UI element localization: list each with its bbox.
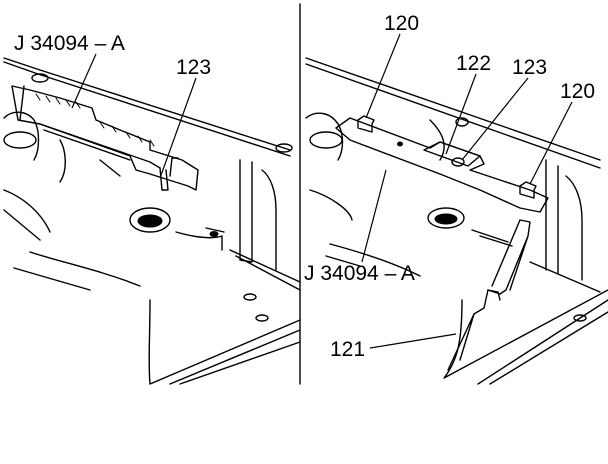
left-123-leader [159, 77, 197, 179]
left-spring-seat [175, 227, 225, 251]
label-right-tool: J 34094 – A [304, 262, 415, 285]
right-shaft-tip [487, 289, 501, 301]
right-120-top-leader [365, 33, 401, 119]
right-boss-2 [455, 117, 469, 127]
left-tool-foot [159, 157, 179, 191]
right-bore-inner [434, 213, 458, 225]
left-tool-leader [71, 53, 97, 109]
label-right-120-top: 120 [384, 12, 419, 35]
left-tool-teeth [35, 93, 155, 147]
left-bore-inner [137, 214, 163, 228]
right-bore [427, 207, 465, 229]
right-123-leader [461, 77, 529, 161]
right-screw-123 [451, 157, 465, 167]
left-seat-dot [209, 231, 219, 237]
left-panel [3, 53, 301, 385]
left-boss-4 [255, 314, 269, 322]
left-casting-outline [3, 57, 301, 385]
right-boss-3 [573, 314, 587, 322]
right-bolt-120-a [357, 115, 375, 133]
right-casting-outline [305, 57, 608, 385]
right-bolt-120-b [519, 181, 537, 199]
label-right-121: 121 [330, 338, 365, 361]
right-shaft-121 [447, 219, 531, 371]
right-spring-seat [471, 229, 513, 247]
right-boss-1 [309, 131, 343, 149]
left-boss-1 [31, 73, 49, 83]
left-bore [129, 207, 171, 233]
label-right-120-side: 120 [560, 80, 595, 103]
label-left-123: 123 [176, 56, 211, 79]
right-tool-plate [423, 141, 481, 167]
left-tool [11, 85, 199, 191]
label-right-122: 122 [456, 52, 491, 75]
right-tool [335, 117, 549, 213]
right-122-leader [445, 73, 477, 155]
right-tool-leader [361, 169, 387, 263]
right-121-leader [369, 333, 457, 349]
label-left-tool: J 34094 – A [14, 32, 125, 55]
left-boss-3 [243, 293, 257, 301]
left-tool-edge [19, 85, 161, 169]
right-tool-hole [397, 141, 403, 147]
label-right-123: 123 [512, 56, 547, 79]
left-boss-2 [3, 131, 37, 149]
left-boss-5 [275, 143, 293, 153]
right-panel [305, 33, 608, 385]
right-120-side-leader [529, 101, 573, 185]
